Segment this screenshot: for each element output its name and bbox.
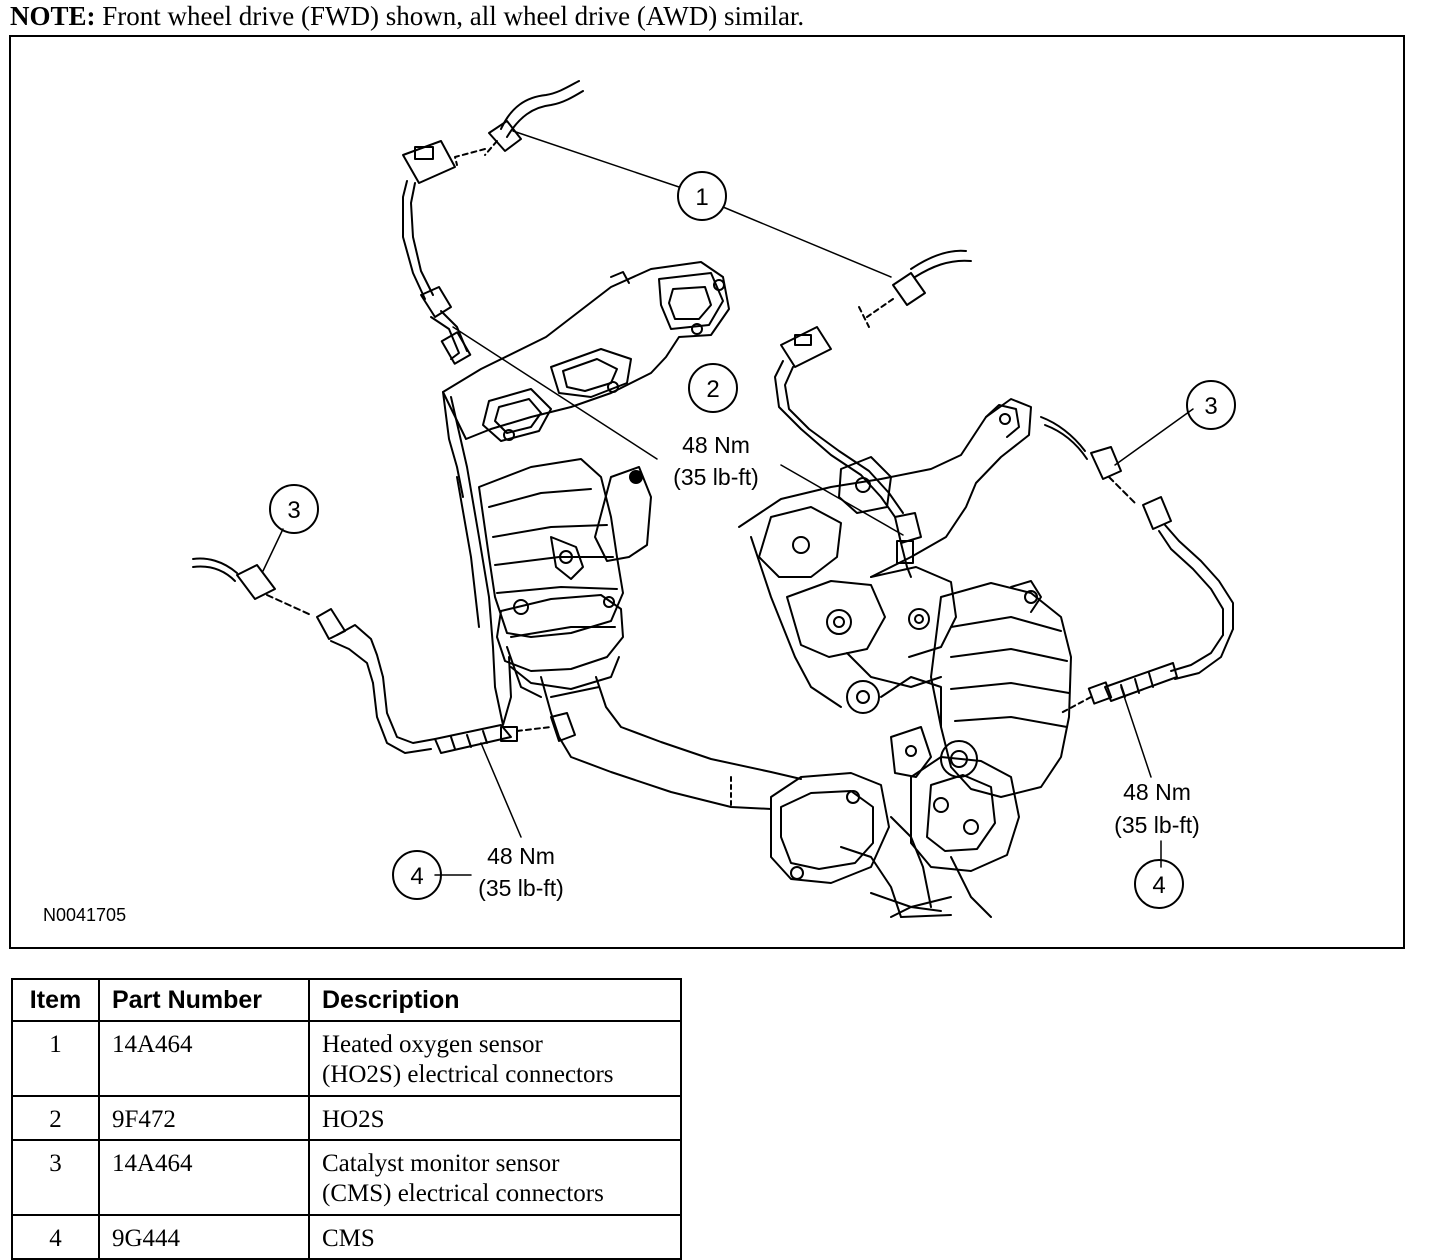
cell-description: Heated oxygen sensor (HO2S) electrical co… — [308, 1020, 682, 1097]
callout-3-right: 3 — [1204, 393, 1217, 420]
y-pipe — [770, 756, 1020, 918]
left-exhaust-manifold — [442, 261, 802, 810]
table-row: 3 14A464 Catalyst monitor sensor (CMS) el… — [11, 1139, 682, 1216]
leader-lines — [262, 130, 1194, 876]
header-part-number: Part Number — [98, 978, 310, 1022]
exhaust-diagram: 1 2 3 3 4 4 48 Nm (35 lb-ft) 48 Nm (35 l… — [43, 80, 1236, 925]
cell-part-number: 9F472 — [98, 1095, 310, 1141]
callout-circles — [269, 171, 1236, 909]
cell-item: 1 — [11, 1020, 100, 1097]
table-row: 1 14A464 Heated oxygen sensor (HO2S) elec… — [11, 1020, 682, 1097]
torque-label-nm-center: 48 Nm — [682, 432, 750, 458]
sensor-3-left-connector — [192, 557, 576, 754]
cell-item: 3 — [11, 1139, 100, 1216]
callout-4-right: 4 — [1152, 872, 1165, 899]
right-exhaust-manifold — [738, 398, 1072, 798]
callout-1: 1 — [695, 184, 708, 211]
cell-part-number: 14A464 — [98, 1020, 310, 1097]
cell-description: HO2S — [308, 1095, 682, 1141]
header-item: Item — [11, 978, 100, 1022]
diagram-frame: 1 2 3 3 4 4 48 Nm (35 lb-ft) 48 Nm (35 l… — [9, 35, 1405, 949]
cell-part-number: 9G444 — [98, 1214, 310, 1260]
torque-label-nm-left: 48 Nm — [487, 843, 555, 869]
torque-label-nm-right: 48 Nm — [1123, 779, 1191, 805]
note-text: NOTE: Front wheel drive (FWD) shown, all… — [10, 0, 804, 32]
cell-description-line1: Heated oxygen sensor — [322, 1031, 543, 1058]
callout-3-left: 3 — [287, 497, 300, 524]
cell-description-line2: (CMS) electrical connectors — [322, 1180, 604, 1207]
table-row: 4 9G444 CMS — [11, 1214, 682, 1260]
torque-label-lbft-left: (35 lb-ft) — [478, 875, 564, 901]
sensor-3-right-connector — [1040, 416, 1234, 714]
torque-label-lbft-right: (35 lb-ft) — [1114, 812, 1200, 838]
cell-description: Catalyst monitor sensor (CMS) electrical … — [308, 1139, 682, 1216]
table-row: 2 9F472 HO2S — [11, 1095, 682, 1141]
note-body: Front wheel drive (FWD) shown, all wheel… — [102, 1, 805, 31]
callout-4-left: 4 — [410, 863, 423, 890]
cell-item: 4 — [11, 1214, 100, 1260]
note-prefix: NOTE: — [10, 1, 96, 31]
sensor-1-left-connector — [402, 80, 584, 365]
parts-table: Item Part Number Description 1 14A464 He… — [11, 978, 682, 1260]
cell-part-number: 14A464 — [98, 1139, 310, 1216]
header-description: Description — [308, 978, 682, 1022]
cell-item: 2 — [11, 1095, 100, 1141]
cell-description: CMS — [308, 1214, 682, 1260]
table-header-row: Item Part Number Description — [11, 978, 682, 1022]
sensor-1-right-connector — [774, 249, 972, 578]
cell-description-line1: CMS — [322, 1225, 375, 1252]
callout-2: 2 — [706, 376, 719, 403]
torque-label-lbft-center: (35 lb-ft) — [673, 464, 759, 490]
cell-description-line1: Catalyst monitor sensor — [322, 1150, 560, 1177]
figure-code: N0041705 — [43, 905, 126, 925]
cell-description-line2: (HO2S) electrical connectors — [322, 1061, 614, 1088]
cell-description-line1: HO2S — [322, 1106, 385, 1133]
